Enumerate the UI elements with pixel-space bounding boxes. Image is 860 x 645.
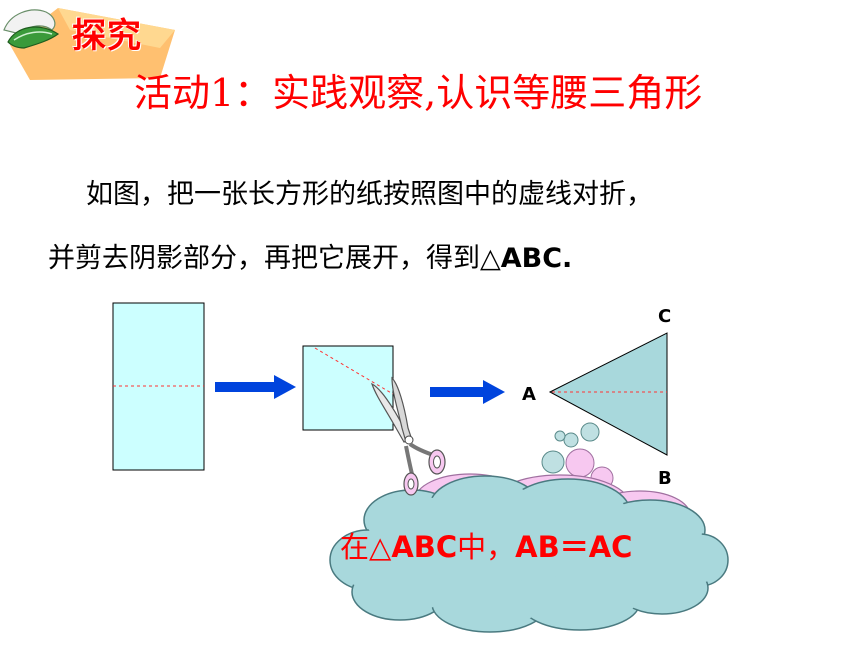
badge-label: 探究: [72, 16, 142, 56]
cloud-statement: 在△ABC中，AB＝AC: [340, 524, 632, 566]
instruction-line-2: 并剪去阴影部分，再把它展开，得到△ABC.: [48, 236, 572, 275]
paper-fold-logo: [3, 8, 175, 80]
cloud-text-part3: 中，: [457, 530, 516, 564]
cloud-text-part4: AB＝AC: [515, 530, 633, 564]
badge-fold: [58, 8, 175, 48]
scissors-icon: [370, 376, 446, 496]
instruction-line-1: 如图，把一张长方形的纸按照图中的虚线对折，: [86, 179, 653, 210]
paper-rectangle: [112, 302, 205, 471]
instruction-line-2-text: 并剪去阴影部分，再把它展开，得到△: [48, 243, 501, 274]
vertex-label-a: A: [522, 384, 536, 405]
arrow-right-icon: [430, 380, 505, 404]
page-title: 活动1：实践观察,认识等腰三角形: [134, 71, 703, 115]
instruction-line-2-triangle: ABC.: [500, 243, 573, 274]
triangle-abc: [548, 332, 668, 456]
cloud-text-part1: 在△: [340, 530, 392, 564]
folded-paper: [302, 345, 394, 431]
cloud-callout: [329, 473, 729, 633]
arrow-right-icon: [215, 375, 296, 399]
vertex-label-c: C: [658, 306, 671, 327]
vertex-label-b: B: [658, 468, 672, 489]
cloud-text-part2: ABC: [391, 530, 458, 564]
